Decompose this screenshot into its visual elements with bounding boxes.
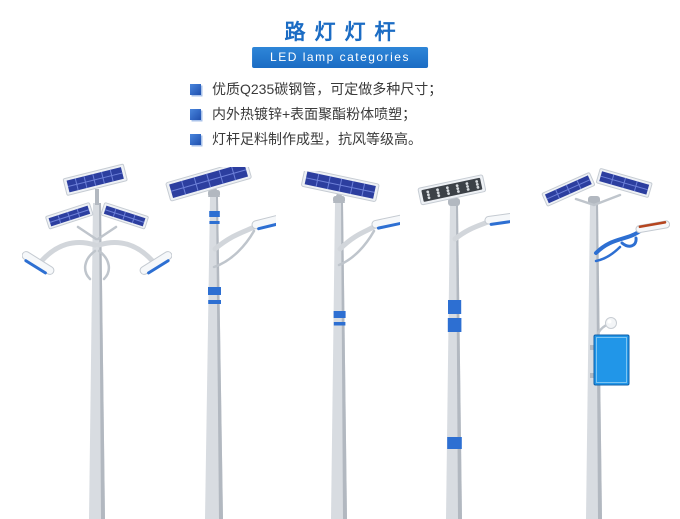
street-light-pole-3 (301, 171, 400, 519)
pole-cap (588, 196, 600, 204)
pole-band (209, 211, 220, 217)
arm-scroll-ornament (83, 249, 111, 281)
sign-box-inner-border (596, 337, 627, 383)
pole-band (448, 300, 462, 314)
swirl-curl (620, 236, 638, 248)
feature-text: 内外热镀锌+表面聚酯粉体喷塑； (212, 106, 417, 122)
lamp-head-icon (371, 214, 400, 230)
solar-panel-icon (45, 202, 94, 230)
bulb-lamp-icon (605, 317, 617, 329)
bullet-cube-icon (190, 108, 201, 120)
subtitle-text: LED lamp categories (270, 50, 410, 64)
swirl-under (594, 245, 622, 263)
bullet-cube-icon (190, 83, 201, 95)
lamp-head-icon (22, 251, 55, 275)
feature-text: 优质Q235碳钢管，可定做多种尺寸； (212, 81, 443, 97)
solar-panel-icon (301, 171, 380, 202)
street-light-pole-1 (22, 163, 172, 519)
bulb-highlight (607, 319, 612, 324)
solar-panel-icon (596, 168, 653, 198)
panel-mast (95, 189, 99, 205)
panel-strut (574, 193, 622, 207)
lamp-head-icon (484, 212, 510, 226)
pole-band (447, 318, 462, 332)
subtitle-ribbon: LED lamp categories (252, 47, 428, 68)
panel-strut (76, 225, 118, 241)
lamp-arm-right (96, 240, 158, 267)
lamp-arm-left (36, 240, 98, 267)
pole-shaft-shade (341, 203, 347, 519)
solar-panel-icon (62, 163, 128, 196)
panel-bracket (333, 189, 345, 203)
lamp-arm (452, 218, 493, 242)
pole-shaft-shade (216, 197, 223, 519)
arm-support (337, 229, 376, 267)
pole-shaft-shade (99, 203, 105, 519)
pole-band (208, 300, 221, 304)
street-light-pole-2 (165, 167, 276, 519)
lamp-head-icon (251, 212, 276, 231)
page-title: 路灯灯杆 (284, 21, 405, 44)
bullet-cube-icon (190, 133, 201, 145)
pole-band (208, 287, 221, 295)
street-light-pole-4 (417, 174, 510, 519)
led-dots (426, 180, 480, 200)
street-light-pole-5 (541, 168, 670, 519)
solar-panel-icon (165, 167, 252, 202)
pole-band (209, 221, 220, 224)
arm-support (212, 229, 256, 269)
sign-box-icon (593, 334, 630, 386)
lamp-head-icon (139, 251, 172, 275)
feature-item: 内外热镀锌+表面聚酯粉体喷塑； (190, 105, 442, 123)
feature-text: 灯杆足料制作成型，抗风等级高。 (212, 131, 422, 147)
solar-panel-icon (541, 172, 595, 207)
led-panel-icon (417, 174, 487, 206)
feature-item: 优质Q235碳钢管，可定做多种尺寸； (190, 80, 442, 98)
feature-list: 优质Q235碳钢管，可定做多种尺寸； 内外热镀锌+表面聚酯粉体喷塑； 灯杆足料制… (190, 80, 442, 155)
lamp-head-icon (635, 220, 670, 234)
pole-band (333, 311, 346, 318)
pole-cap (448, 198, 460, 206)
solar-panel-icon (100, 202, 149, 230)
swirl-arm (594, 229, 642, 255)
pole-band (447, 437, 462, 449)
pole-band (333, 322, 346, 326)
panel-bracket (208, 183, 220, 197)
feature-item: 灯杆足料制作成型，抗风等级高。 (190, 130, 442, 148)
